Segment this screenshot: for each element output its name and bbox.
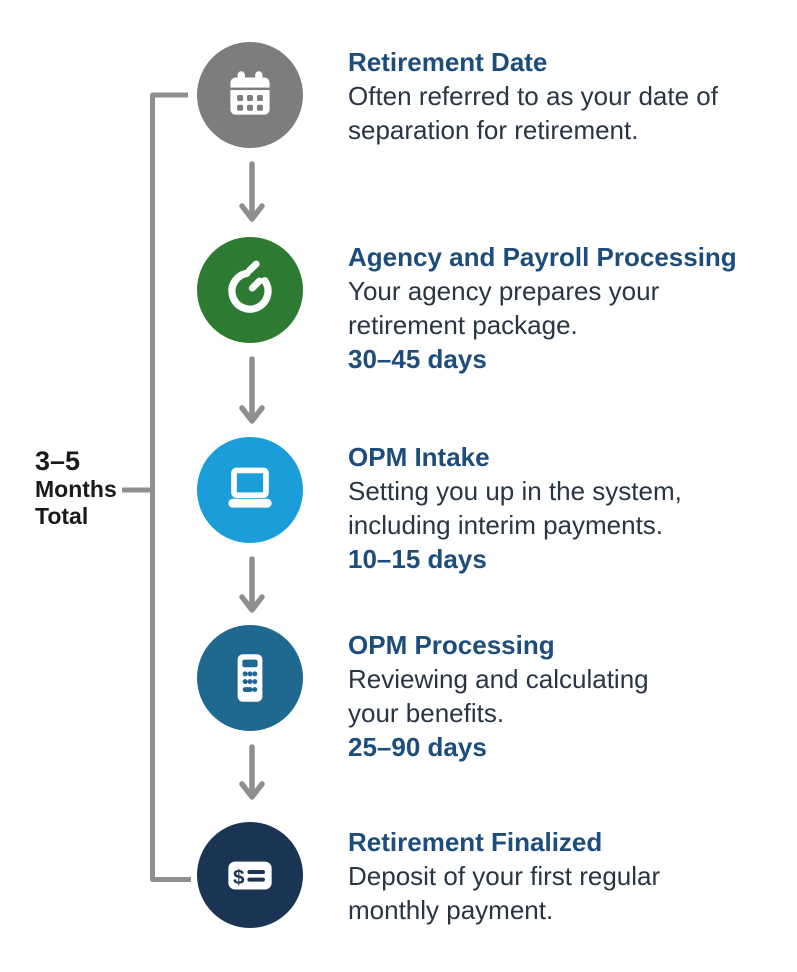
step-agency-payroll-processing: Agency and Payroll Processing Your agenc… xyxy=(197,237,737,376)
step-retirement-finalized: $ Retirement Finalized Deposit of your f… xyxy=(197,822,660,928)
step-description-line: retirement package. xyxy=(348,310,578,340)
total-bracket xyxy=(150,92,191,882)
step-description-line: monthly payment. xyxy=(348,895,554,925)
step-description-line: Your agency prepares your xyxy=(348,276,660,306)
calculator-icon xyxy=(197,625,303,731)
step-retirement-date: Retirement Date Often referred to as you… xyxy=(197,42,718,148)
step-title: Agency and Payroll Processing xyxy=(348,242,737,272)
step-opm-intake: OPM Intake Setting you up in the system,… xyxy=(197,437,682,576)
step-description-line: Deposit of your first regular xyxy=(348,861,661,891)
step-title: Retirement Date xyxy=(348,47,548,77)
step-duration: 25–90 days xyxy=(348,732,487,762)
step-duration: 10–15 days xyxy=(348,544,487,574)
flow-arrow xyxy=(239,161,265,222)
step-description-line: Setting you up in the system, xyxy=(348,476,682,506)
step-description-line: Reviewing and calculating xyxy=(348,664,649,694)
total-months-word: Months xyxy=(35,476,117,502)
money-check-icon: $ xyxy=(197,822,303,928)
step-description-line: including interim payments. xyxy=(348,510,664,540)
svg-text:$: $ xyxy=(233,866,245,889)
step-opm-processing: OPM Processing Reviewing and calculating… xyxy=(197,625,649,764)
step-description-line: Often referred to as your date of xyxy=(348,81,718,111)
total-months-range: 3–5 xyxy=(35,446,81,476)
laptop-icon xyxy=(197,437,303,543)
step-description-line: separation for retirement. xyxy=(348,115,639,145)
step-title: Retirement Finalized xyxy=(348,827,603,857)
timer-icon xyxy=(197,237,303,343)
calendar-icon xyxy=(197,42,303,148)
step-title: OPM Processing xyxy=(348,630,555,660)
total-total-word: Total xyxy=(35,503,89,529)
step-duration: 30–45 days xyxy=(348,344,487,374)
total-duration-label: 3–5 Months Total xyxy=(35,446,117,530)
step-title: OPM Intake xyxy=(348,442,490,472)
step-description-line: your benefits. xyxy=(348,698,505,728)
